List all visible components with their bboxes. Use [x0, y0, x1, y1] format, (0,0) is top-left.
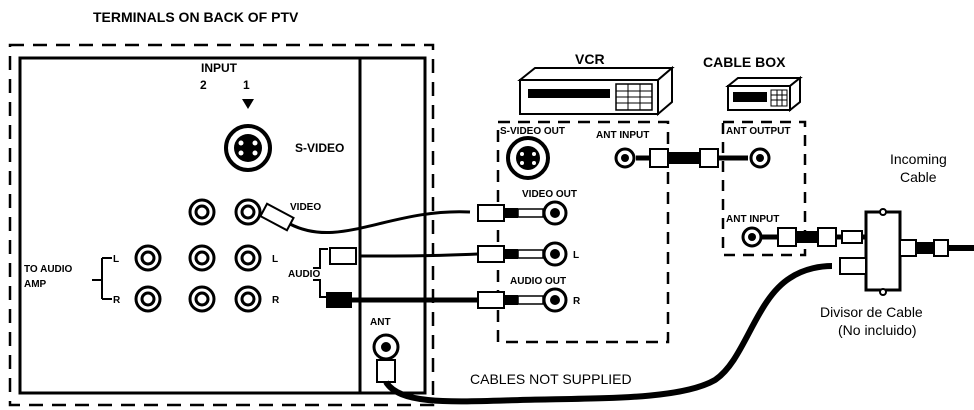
input-2-label: 2 — [200, 78, 207, 92]
ptv-l-label: L — [272, 254, 278, 265]
input-arrow-icon — [242, 99, 254, 109]
cable-box-ant-input-jack[interactable] — [741, 226, 763, 248]
vcr-dashed-outline — [496, 120, 670, 344]
ptv-audio-l-jack-1[interactable] — [234, 244, 262, 272]
cable-box-ant-output-label: ANT OUTPUT — [726, 126, 790, 137]
diagram-title: TERMINALS ON BACK OF PTV — [93, 9, 299, 25]
vcr-audio-r-jack[interactable] — [542, 287, 568, 313]
cable-box-title: CABLE BOX — [703, 54, 786, 70]
ptv-audio-r-jack-2[interactable] — [188, 285, 216, 313]
cables-note: CABLES NOT SUPPLIED — [470, 371, 632, 387]
incoming-cable-label-2: Cable — [900, 169, 937, 185]
ptv-audio-l-jack-2[interactable] — [188, 244, 216, 272]
ptv-svideo-jack[interactable] — [224, 124, 272, 172]
vcr-video-out-jack[interactable] — [542, 200, 568, 226]
audio-amp-bracket — [92, 257, 112, 300]
ant-label: ANT — [370, 317, 391, 328]
to-audio-amp-label-2: AMP — [24, 279, 47, 290]
vcr-device-icon — [517, 65, 675, 117]
video-label: VIDEO — [290, 202, 321, 213]
video-cable — [259, 202, 544, 234]
splitter-label-2: (No incluido) — [838, 322, 917, 338]
audio-l-cable — [329, 245, 544, 265]
vcr-to-cablebox-coax — [636, 148, 748, 168]
audio-bracket — [313, 248, 328, 298]
ptv-amp-l-jack[interactable] — [134, 244, 162, 272]
cable-box-device-icon — [725, 75, 803, 113]
splitter-label-1: Divisor de Cable — [820, 304, 923, 320]
ptv-amp-r-jack[interactable] — [134, 285, 162, 313]
vcr-ant-input-jack[interactable] — [614, 147, 636, 169]
svideo-label: S-VIDEO — [295, 141, 344, 155]
cable-box-ant-input-label: ANT INPUT — [726, 214, 779, 225]
cable-box-dashed-outline — [721, 120, 807, 257]
ptv-video-jack-1[interactable] — [234, 198, 262, 226]
ant-coax-cable — [376, 263, 833, 405]
vcr-svideo-out-label: S-VIDEO OUT — [500, 126, 565, 137]
vcr-title: VCR — [575, 51, 605, 67]
incoming-cable-label-1: Incoming — [890, 151, 947, 167]
cable-splitter-icon — [839, 208, 974, 296]
input-label: INPUT — [201, 61, 238, 75]
amp-l-label: L — [113, 254, 119, 265]
ptv-dashed-outline — [8, 43, 435, 407]
cable-box-ant-output-jack[interactable] — [749, 147, 771, 169]
audio-r-cable — [326, 291, 544, 309]
vcr-audio-l-jack[interactable] — [542, 241, 568, 267]
ptv-ant-jack[interactable] — [372, 333, 400, 361]
audio-label: AUDIO — [288, 269, 320, 280]
cablebox-to-splitter-coax — [762, 227, 870, 247]
vcr-svideo-out-jack[interactable] — [506, 136, 550, 180]
vcr-r-label: R — [573, 296, 581, 307]
vcr-l-label: L — [573, 250, 579, 261]
input-1-label: 1 — [243, 78, 250, 92]
vcr-ant-input-label: ANT INPUT — [596, 130, 649, 141]
ptv-audio-r-jack-1[interactable] — [234, 285, 262, 313]
vcr-video-out-label: VIDEO OUT — [522, 189, 577, 200]
ptv-r-label: R — [272, 295, 280, 306]
ptv-video-jack-2[interactable] — [188, 198, 216, 226]
vcr-audio-out-label: AUDIO OUT — [510, 276, 566, 287]
to-audio-amp-label-1: TO AUDIO — [24, 264, 73, 275]
amp-r-label: R — [113, 295, 121, 306]
ptv-terminal-panel — [18, 56, 362, 395]
